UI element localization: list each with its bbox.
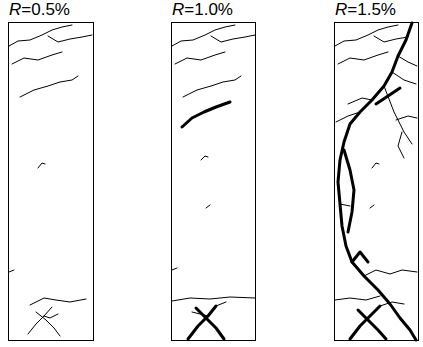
crack <box>374 36 408 42</box>
crack <box>44 314 58 318</box>
crack <box>28 307 52 334</box>
crack <box>370 205 374 208</box>
crack-group <box>9 25 92 336</box>
crack <box>172 25 235 46</box>
major-crack <box>338 23 416 340</box>
wall-specimen: R=0.5% <box>8 0 94 341</box>
major-crack <box>196 308 224 339</box>
crack <box>9 270 14 272</box>
major-crack <box>358 310 386 339</box>
crack <box>183 76 241 97</box>
specimen-outline <box>334 22 419 341</box>
major-crack <box>352 252 368 262</box>
crack <box>340 204 350 206</box>
crack <box>175 52 225 64</box>
crack <box>38 163 45 168</box>
specimen-outline <box>8 22 94 341</box>
crack <box>36 312 60 336</box>
crack <box>192 302 226 316</box>
crack <box>48 35 92 42</box>
crack-group <box>335 23 417 340</box>
crack <box>9 25 72 46</box>
specimen-outline <box>171 22 256 341</box>
crack <box>206 205 210 208</box>
crack <box>335 25 398 46</box>
crack <box>372 163 379 168</box>
crack <box>380 302 404 306</box>
crack <box>201 156 208 160</box>
crack <box>172 268 177 270</box>
drift-ratio-label: R=1.0% <box>172 0 233 20</box>
crack <box>211 35 255 42</box>
crack-group <box>172 25 255 339</box>
crack <box>384 86 412 144</box>
wall-specimen: R=1.0% <box>171 0 256 341</box>
crack <box>392 72 416 84</box>
drift-ratio-label: R=0.5% <box>9 0 70 20</box>
crack <box>338 52 388 64</box>
crack <box>364 270 417 276</box>
crack <box>30 298 86 305</box>
crack <box>335 296 380 300</box>
wall-specimen: R=1.5% <box>334 0 419 341</box>
crack <box>396 116 417 120</box>
crack <box>348 98 372 104</box>
major-crack <box>344 150 354 232</box>
crack <box>20 76 78 97</box>
major-crack <box>182 102 230 127</box>
major-crack <box>350 306 380 339</box>
drift-ratio-label: R=1.5% <box>335 0 396 20</box>
crack <box>398 132 404 158</box>
crack <box>172 297 255 301</box>
crack <box>12 52 62 64</box>
crack <box>336 112 360 122</box>
crack <box>398 56 417 66</box>
